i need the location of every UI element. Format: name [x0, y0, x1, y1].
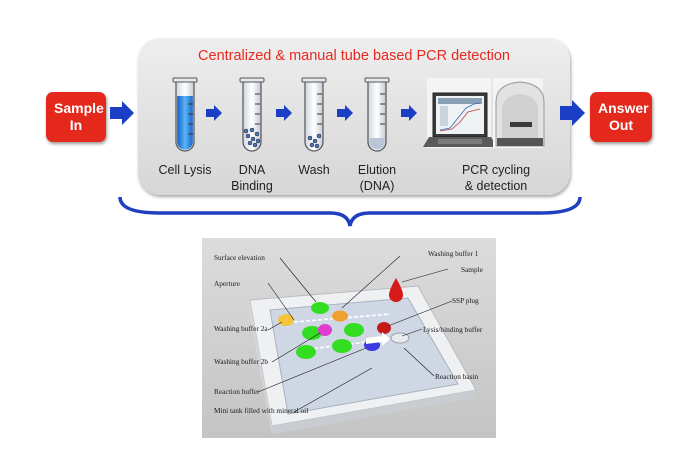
- step-label-cell-lysis: Cell Lysis: [145, 162, 225, 178]
- reaction-basin: [390, 332, 410, 344]
- step-label-line: Elution: [357, 163, 397, 177]
- panel-title: Centralized & manual tube based PCR dete…: [198, 48, 510, 64]
- sample-droplet-icon: [389, 278, 403, 302]
- white-arrow-icon: [366, 332, 390, 346]
- green-pad: [296, 345, 316, 359]
- answer-out-box: Answer Out: [590, 92, 652, 142]
- step-label-line: Wash: [298, 163, 330, 177]
- callout-ssp-plug: SSP plug: [452, 296, 479, 305]
- yellow-pad: [278, 314, 294, 326]
- pcr-laptop-icon: [423, 78, 497, 148]
- step-label-elution: Elution (DNA): [337, 162, 417, 194]
- sample-in-box: Sample In: [46, 92, 106, 142]
- step-label-pcr: PCR cycling & detection: [446, 162, 546, 194]
- arrow-icon: [110, 101, 134, 125]
- step-label-line: (DNA): [359, 179, 395, 193]
- step-label-line: & detection: [464, 179, 528, 193]
- arrow-icon: [337, 105, 353, 121]
- callout-reaction-basin: Reaction basin: [435, 372, 479, 381]
- callout-surface-elevation: Surface elevation: [214, 253, 265, 262]
- green-pad: [302, 326, 322, 340]
- step-label-line: Cell Lysis: [158, 163, 212, 177]
- orange-pad: [332, 310, 348, 322]
- callout-washing-buffer-2b: Washing buffer 2b: [214, 357, 268, 366]
- step-label-dna-binding: DNA Binding: [212, 162, 292, 194]
- green-pad: [332, 339, 352, 353]
- thermocycler-icon: [493, 78, 545, 148]
- step-label-wash: Wash: [274, 162, 354, 178]
- step-label-line: DNA: [238, 163, 266, 177]
- sample-in-label: Sample In: [54, 100, 104, 133]
- green-pad: [311, 302, 329, 314]
- chip-illustration: [202, 238, 496, 438]
- test-tube-wash-icon: [301, 77, 327, 152]
- answer-out-label: Answer Out: [598, 100, 649, 133]
- callout-aperture: Aperture: [214, 279, 240, 288]
- step-label-line: Binding: [231, 179, 273, 193]
- red-plug: [377, 322, 391, 334]
- arrow-icon: [206, 105, 222, 121]
- callout-washing-buffer-1: Washing buffer 1: [428, 249, 479, 258]
- step-label-line: PCR cycling: [461, 163, 531, 177]
- arrow-icon: [401, 105, 417, 121]
- callout-washing-buffer-2a: Washing buffer 2a: [214, 324, 268, 333]
- test-tube-lysis-icon: [172, 77, 198, 152]
- arrow-icon: [560, 100, 585, 126]
- arrow-icon: [276, 105, 292, 121]
- green-pad: [344, 323, 364, 337]
- test-tube-binding-icon: [239, 77, 265, 152]
- callout-sample: Sample: [461, 265, 483, 274]
- callout-lysis-binding-buffer: Lysis/binding buffer: [423, 325, 483, 334]
- callout-mini-tank: Mini tank filled with mineral oil: [214, 406, 309, 415]
- magenta-pad: [318, 324, 332, 336]
- test-tube-elution-icon: [364, 77, 390, 152]
- curly-brace: [118, 196, 582, 227]
- callout-reaction-buffer: Reaction buffer: [214, 387, 260, 396]
